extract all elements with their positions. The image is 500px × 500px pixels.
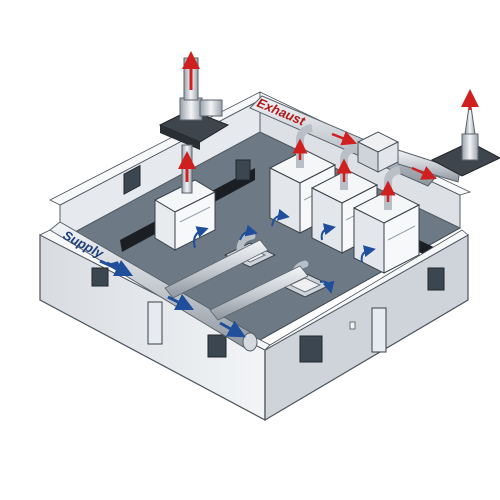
door-front-right xyxy=(371,307,387,353)
window-front-right-1 xyxy=(299,335,323,363)
window-front-right-2 xyxy=(427,267,445,291)
window-back-left-2 xyxy=(235,159,251,181)
recirculation-arrow-icon xyxy=(193,208,376,294)
supply-duct-end xyxy=(242,332,258,352)
door-front-left xyxy=(147,301,163,345)
fume-hood-left xyxy=(153,179,217,251)
exhaust-arrow-icon xyxy=(292,131,437,202)
supply-arrow-icon xyxy=(99,259,246,338)
wall-top-cap-right xyxy=(264,229,469,351)
exhaust-fan-box xyxy=(356,131,400,173)
supply-branch-duct-2 xyxy=(209,265,309,321)
window-back-left-1 xyxy=(123,164,141,195)
window-front-left-2 xyxy=(207,334,227,358)
window-front-left-1 xyxy=(91,267,109,287)
exhaust-stack-right xyxy=(430,99,500,177)
supply-branch-duct xyxy=(164,239,269,299)
wall-switch xyxy=(349,321,356,330)
diffuser-drop-left xyxy=(236,232,256,254)
